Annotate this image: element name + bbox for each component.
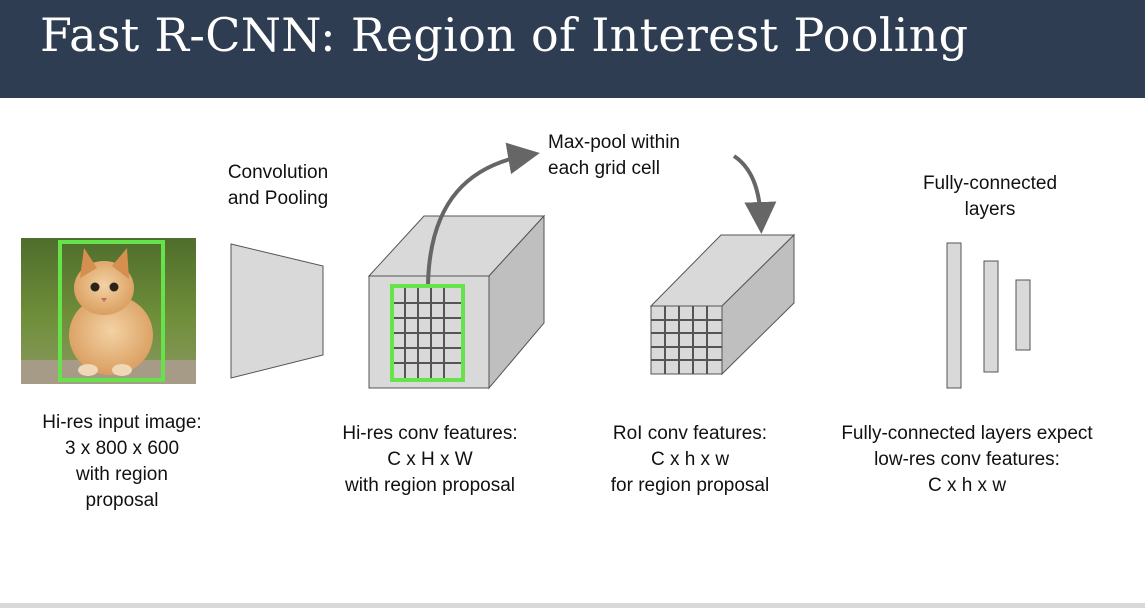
roi-feature-box <box>649 233 796 376</box>
fc-layer-1 <box>946 242 962 389</box>
roi-grid <box>651 306 722 374</box>
input-region-proposal <box>58 240 165 382</box>
slide-header: Fast R-CNN: Region of Interest Pooling <box>0 0 1145 98</box>
input-image-label: Hi-res input image:3 x 800 x 600 with re… <box>42 412 202 511</box>
kitten-photo-icon <box>21 238 196 384</box>
fc-layer-3 <box>1015 279 1031 351</box>
footer-divider <box>0 603 1145 608</box>
conv-pool-trapezoid <box>230 243 324 379</box>
hires-grid <box>392 288 463 378</box>
maxpool-arrow-down <box>732 154 777 234</box>
hires-region-proposal <box>390 284 465 382</box>
maxpool-arrow-up <box>426 142 540 285</box>
fc-layer-2 <box>983 260 999 373</box>
slide-title: Fast R-CNN: Region of Interest Pooling <box>40 8 969 62</box>
